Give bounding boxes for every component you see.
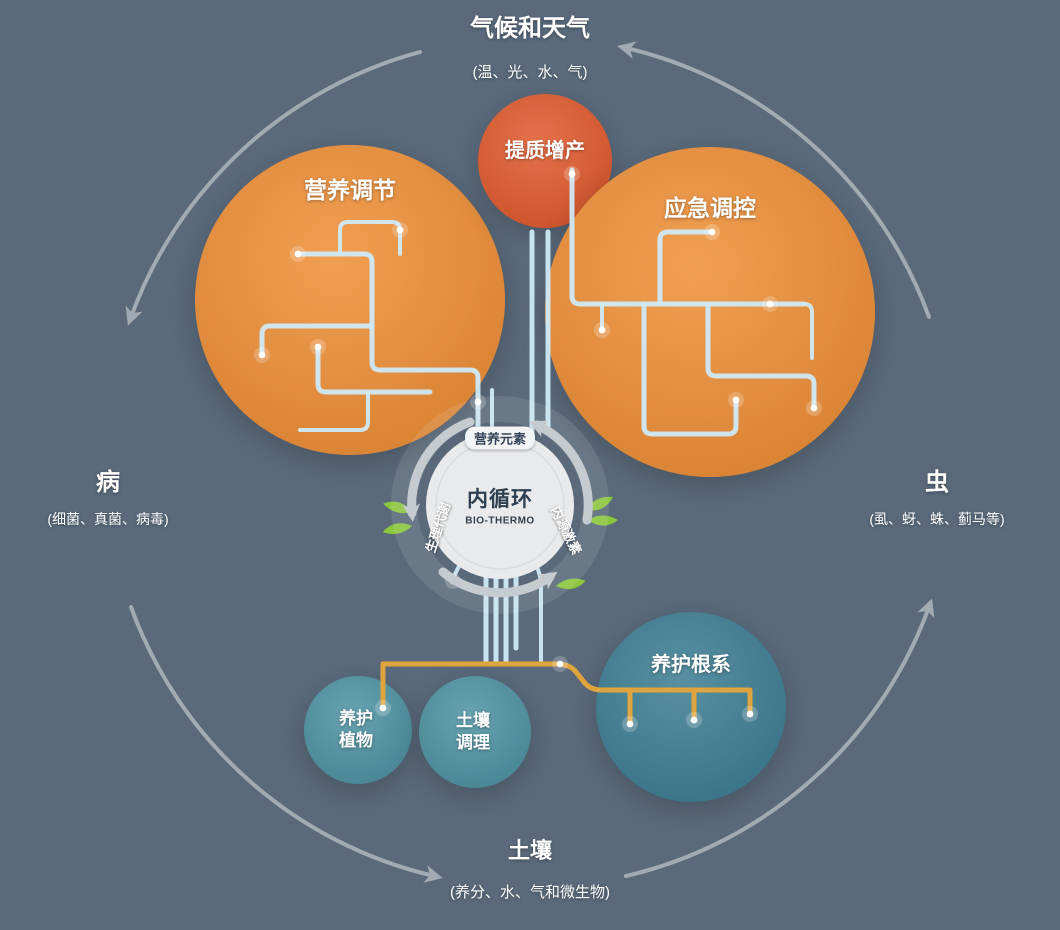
center-subtitle: BIO-THERMO [465, 515, 535, 527]
bubble-root-care-label: 养护根系 [651, 654, 731, 676]
node-soil-sub: (养分、水、气和微生物) [450, 884, 610, 901]
bubble-emergency-label: 应急调控 [664, 195, 756, 221]
leaf-icon [586, 496, 614, 511]
node-disease-label: 病 [96, 469, 120, 496]
leaf-icon [588, 515, 619, 526]
node-climate-weather: 气候和天气 (温、光、水、气) [0, 8, 1060, 82]
bubble-quality-yield: 提质增产 [478, 94, 612, 228]
leaf-icon [382, 523, 412, 534]
node-disease: 病 (细菌、真菌、病毒) [18, 462, 198, 529]
bubble-plant-care-label: 养护植物 [339, 708, 373, 750]
bubble-root-care: 养护根系 [596, 612, 786, 802]
cycle-label-endogenous-hormones: 内源激素 [547, 503, 585, 558]
node-soil: 土壤 (养分、水、气和微生物) [0, 833, 1060, 902]
node-climate-sub: (温、光、水、气) [472, 64, 588, 81]
node-disease-sub: (细菌、真菌、病毒) [47, 511, 169, 527]
cycle-label-nutrient-elements: 营养元素 [464, 426, 536, 450]
node-insects-sub: (虱、蚜、蛛、蓟马等) [869, 511, 1005, 527]
cycle-label-physiological-metabolism: 生理代谢 [422, 500, 454, 555]
bubble-plant-care: 养护植物 [304, 676, 412, 784]
bubble-soil-conditioning: 土壤调理 [419, 676, 531, 788]
node-insects-label: 虫 [925, 469, 949, 496]
bubble-emergency-control: 应急调控 [545, 147, 875, 477]
bubble-nutrition-regulation: 营养调节 [195, 145, 505, 455]
bubble-nutrition-label: 营养调节 [304, 177, 396, 203]
node-soil-label: 土壤 [507, 838, 552, 863]
center-title: 内循环 [467, 488, 533, 511]
node-climate-label: 气候和天气 [470, 15, 590, 42]
bubble-soil-label: 土壤调理 [456, 710, 490, 752]
leaf-icon [556, 578, 586, 590]
leaf-icon [383, 501, 412, 514]
bubble-quality-label: 提质增产 [505, 139, 585, 162]
node-insects: 虫 (虱、蚜、蛛、蓟马等) [842, 462, 1032, 529]
